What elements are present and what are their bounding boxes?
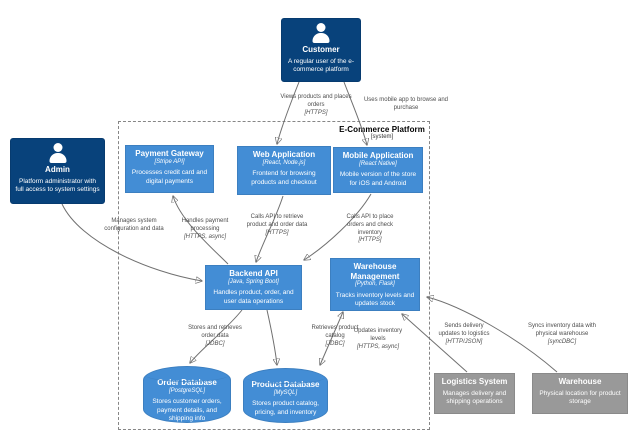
node-payment-gateway: Payment Gateway [Stripe API] Processes c… — [125, 145, 214, 193]
system-boundary: E-Commerce Platform [system] — [118, 121, 430, 430]
node-description: Stores product catalog, pricing, and inv… — [252, 400, 319, 416]
node-name: Payment Gateway — [135, 149, 204, 158]
node-technology: [Java, Spring Boot] — [228, 278, 279, 285]
edge-label-wm-logistics: Sends delivery updates to logistics [HTT… — [438, 323, 490, 345]
edge-label-admin-backend: Manages system configuration and data — [104, 218, 164, 232]
node-name: Product Database — [251, 380, 320, 389]
edge-label-backend-payment: Handles payment processing [HTTPS, async… — [181, 218, 229, 240]
edge-label-mobile-backend: Calls API to place orders and check inve… — [346, 214, 394, 244]
node-name: Order Database — [157, 378, 217, 387]
node-web-application: Web Application [React, Node.js] Fronten… — [237, 146, 331, 195]
node-admin: Admin Platform administrator with full a… — [10, 138, 105, 204]
node-warehouse-management: Warehouse Management [Python, Flask] Tra… — [330, 258, 420, 311]
edge-label-backend-orderdb: Stores and retrieves order data [JDBC] — [188, 325, 242, 347]
boundary-title: E-Commerce Platform — [339, 125, 425, 134]
node-description: Handles product, order, and user data op… — [213, 289, 294, 305]
node-customer: Customer A regular user of the e-commerc… — [281, 18, 361, 82]
node-description: Tracks inventory levels and updates stoc… — [335, 291, 415, 308]
node-description: Stores customer orders, payment details,… — [152, 398, 222, 422]
edge-customer-web — [277, 81, 300, 144]
node-name: Admin — [45, 165, 70, 174]
edge-backend-payment — [173, 196, 229, 265]
edge-wm-warehouse — [427, 297, 558, 373]
edge-label-web-backend: Calls API to retrieve product and order … — [246, 214, 308, 236]
node-backend-api: Backend API [Java, Spring Boot] Handles … — [205, 265, 302, 310]
node-description: Mobile version of the store for iOS and … — [339, 171, 417, 187]
node-technology: [Python, Flask] — [355, 281, 395, 288]
boundary-subtitle: [system] — [370, 134, 394, 140]
node-logistics-system: Logistics System Manages delivery and sh… — [434, 373, 515, 414]
edge-admin-backend — [61, 203, 202, 281]
edge-customer-mobile — [343, 81, 367, 145]
node-name: Warehouse Management — [350, 262, 400, 281]
node-order-database: Order Database [PostgreSQL] Stores custo… — [143, 366, 231, 423]
node-description: Manages delivery and shipping operations — [442, 389, 507, 405]
node-description: A regular user of the e-commerce platfor… — [287, 57, 355, 73]
node-name: Web Application — [252, 150, 316, 159]
edge-label-customer-web: Views products and places orders [HTTPS] — [280, 94, 352, 116]
node-technology: [Stripe API] — [154, 158, 185, 165]
node-technology: [PostgreSQL] — [168, 387, 206, 394]
node-technology: [React, Node.js] — [262, 159, 306, 166]
edge-mobile-backend — [304, 193, 372, 260]
person-icon — [15, 143, 100, 163]
node-name: Customer — [302, 45, 340, 54]
edge-wm-logistics — [402, 314, 468, 373]
node-technology: [React Native] — [359, 160, 397, 167]
edge-label-backend-productdb: Retrieves product catalog [JDBC] — [311, 325, 359, 347]
node-product-database: Product Database [MySQL] Stores product … — [243, 368, 328, 423]
node-mobile-application: Mobile Application [React Native] Mobile… — [333, 147, 423, 193]
node-warehouse: Warehouse Physical location for product … — [532, 373, 628, 414]
edge-label-wm-warehouse: Syncs inventory data with physical wareh… — [527, 323, 597, 345]
edge-wm-productdb — [320, 312, 343, 365]
edge-label-wm-productdb: Updates inventory levels [HTTPS, async] — [353, 328, 403, 350]
node-name: Backend API — [229, 269, 278, 278]
boundary-label: E-Commerce Platform [system] — [339, 125, 425, 140]
edge-backend-productdb — [266, 309, 277, 365]
person-icon — [286, 23, 356, 43]
edge-web-backend — [256, 195, 284, 262]
edge-backend-orderdb — [190, 309, 243, 363]
node-technology: [MySQL] — [273, 389, 298, 396]
node-description: Frontend for browsing products and check… — [251, 170, 317, 186]
node-description: Platform administrator with full access … — [15, 177, 100, 193]
node-name: Warehouse — [558, 377, 602, 386]
edge-label-customer-mobile: Uses mobile app to browse and purchase — [363, 97, 449, 111]
node-description: Physical location for product storage — [539, 389, 621, 405]
node-name: Mobile Application — [342, 151, 414, 160]
node-name: Logistics System — [441, 377, 508, 386]
node-description: Processes credit card and digital paymen… — [131, 169, 208, 185]
